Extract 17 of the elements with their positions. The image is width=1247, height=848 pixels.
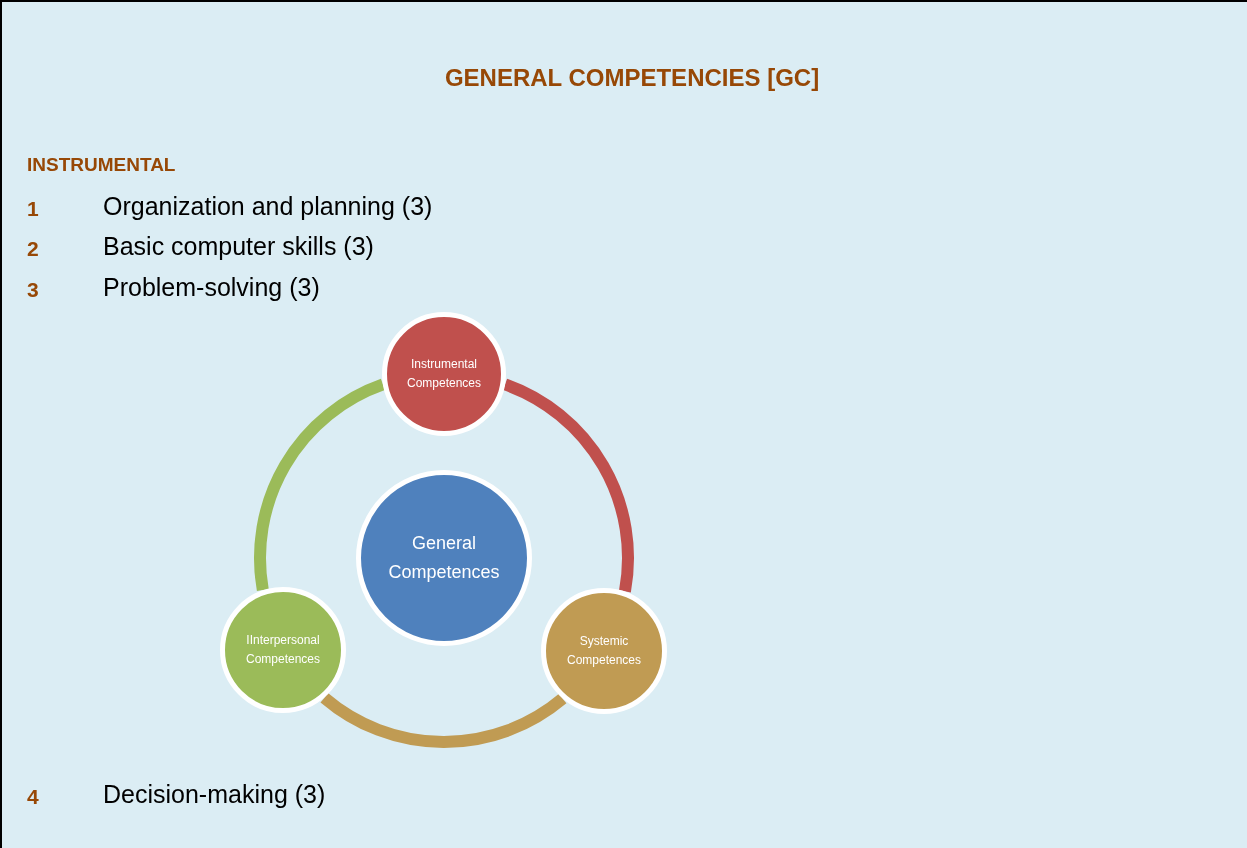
interpersonal-circle: IInterpersonal Competences [220,587,346,713]
list-item: Problem-solving (3) [103,273,320,302]
ring-arc [320,693,567,748]
list-number: 4 [27,785,39,809]
instrumental-circle: Instrumental Competences [382,312,506,436]
ring-arc [502,378,634,593]
section-heading: INSTRUMENTAL [27,154,176,176]
list-number: 1 [27,197,39,221]
list-item: Decision-making (3) [103,780,326,809]
list-item: Basic computer skills (3) [103,232,374,261]
general-circle: General Competences [356,470,532,646]
list-item: Organization and planning (3) [103,192,433,221]
page-title: GENERAL COMPETENCIES [GC] [443,64,821,92]
systemic-circle: Systemic Competences [541,588,667,714]
list-number: 2 [27,237,39,261]
list-number: 3 [27,278,39,302]
ring-arc [254,378,386,591]
